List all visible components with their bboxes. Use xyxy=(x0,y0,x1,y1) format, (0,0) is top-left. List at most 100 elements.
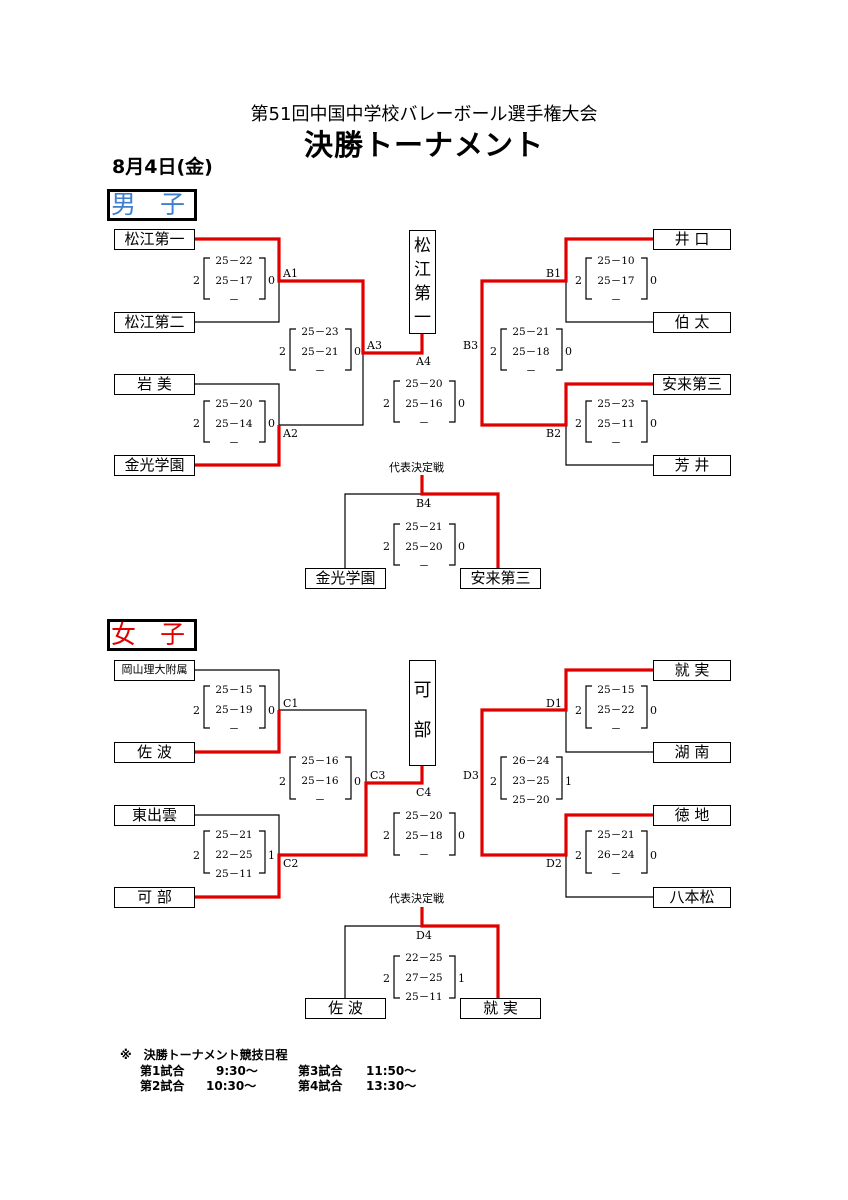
match-c2-sets-left: 2 xyxy=(193,849,200,862)
match-d4-set3: 25－11 xyxy=(405,991,443,1003)
team-girls-d1-bottom: 湖 南 xyxy=(653,742,731,763)
match-b1-set2: 25－17 xyxy=(597,275,635,287)
boys-winner-lines xyxy=(195,237,653,568)
team-girls-d4-left: 佐 波 xyxy=(305,998,386,1019)
team-boys-a1-bottom: 松江第二 xyxy=(114,312,195,333)
match-a2-set3: － xyxy=(228,437,240,449)
match-a1-sets-right: 0 xyxy=(268,274,275,287)
match-c2-set1: 25－21 xyxy=(215,829,253,841)
match-b2-set3: － xyxy=(610,437,622,449)
schedule-game1-name: 第1試合 xyxy=(140,1064,185,1078)
match-b3-sets-left: 2 xyxy=(490,345,497,358)
match-a3-set3: － xyxy=(314,365,326,377)
match-d1-sets-left: 2 xyxy=(575,704,582,717)
match-c1-set1: 25－15 xyxy=(215,684,253,696)
team-boys-b2-top: 安来第三 xyxy=(653,374,731,395)
team-boys-b1-bottom: 伯 太 xyxy=(653,312,731,333)
match-label-d3: D3 xyxy=(463,769,479,782)
match-d2-set1: 25－21 xyxy=(597,829,635,841)
match-label-a3: A3 xyxy=(367,339,382,352)
match-a3-sets-right: 0 xyxy=(354,345,361,358)
team-girls-d4-right: 就 実 xyxy=(460,998,541,1019)
event-subtitle: 第51回中国中学校バレーボール選手権大会 xyxy=(250,104,598,125)
boys-section-label: 男 子 xyxy=(107,189,197,221)
schedule-game2-name: 第2試合 xyxy=(140,1079,185,1093)
boys-winner-char: 江 xyxy=(414,260,431,280)
match-b2-sets-right: 0 xyxy=(650,417,657,430)
match-a2-sets-left: 2 xyxy=(193,417,200,430)
match-a2-sets-right: 0 xyxy=(268,417,275,430)
match-a1-set1: 25－22 xyxy=(215,255,253,267)
match-c1-sets-left: 2 xyxy=(193,704,200,717)
girls-winner-lines xyxy=(195,668,653,998)
match-c2-set2: 22－25 xyxy=(215,849,253,861)
team-boys-a1-top: 松江第一 xyxy=(114,229,195,250)
match-c4-set2: 25－18 xyxy=(405,830,443,842)
match-b4-sets-right: 0 xyxy=(458,540,465,553)
team-boys-a2-bottom: 金光学園 xyxy=(114,455,195,476)
match-d4-sets-left: 2 xyxy=(383,972,390,985)
match-d4-sets-right: 1 xyxy=(458,972,465,985)
match-d3-set1: 26－24 xyxy=(512,755,550,767)
match-c3-set2: 25－16 xyxy=(301,775,339,787)
match-d2-set2: 26－24 xyxy=(597,849,635,861)
schedule-game1-time: 9:30～ xyxy=(216,1064,258,1078)
girls-section-label: 女 子 xyxy=(107,619,197,651)
boys-winner-box: 松 江 第 一 xyxy=(409,230,436,334)
match-d4-set2: 27－25 xyxy=(405,972,443,984)
match-a3-sets-left: 2 xyxy=(279,345,286,358)
match-c1-sets-right: 0 xyxy=(268,704,275,717)
match-b3-set1: 25－21 xyxy=(512,326,550,338)
match-b3-set2: 25－18 xyxy=(512,346,550,358)
girls-winner-char: 可 xyxy=(413,680,432,701)
match-b1-sets-right: 0 xyxy=(650,274,657,287)
boys-winner-char: 一 xyxy=(414,308,431,328)
match-d4-set1: 22－25 xyxy=(405,952,443,964)
match-a4-sets-right: 0 xyxy=(458,397,465,410)
match-b2-set1: 25－23 xyxy=(597,398,635,410)
schedule-heading: ※ 決勝トーナメント競技日程 xyxy=(120,1048,288,1062)
match-b1-set1: 25－10 xyxy=(597,255,635,267)
match-label-d4: D4 xyxy=(416,929,432,942)
schedule-game4-name: 第4試合 xyxy=(298,1079,343,1093)
match-b3-sets-right: 0 xyxy=(565,345,572,358)
match-b2-sets-left: 2 xyxy=(575,417,582,430)
match-c4-sets-left: 2 xyxy=(383,829,390,842)
match-d3-set3: 25－20 xyxy=(512,794,550,806)
match-d1-set3: － xyxy=(610,723,622,735)
match-b4-set2: 25－20 xyxy=(405,541,443,553)
match-a1-sets-left: 2 xyxy=(193,274,200,287)
match-c4-sets-right: 0 xyxy=(458,829,465,842)
match-label-a1: A1 xyxy=(283,267,298,280)
match-b2-set2: 25－11 xyxy=(597,418,635,430)
match-c3-set1: 25－16 xyxy=(301,755,339,767)
match-a1-set3: － xyxy=(228,294,240,306)
team-boys-a2-top: 岩 美 xyxy=(114,374,195,395)
girls-black-lines xyxy=(195,669,653,999)
boys-playoff-label: 代表決定戦 xyxy=(389,461,444,474)
match-d2-set3: － xyxy=(610,868,622,880)
boys-black-lines xyxy=(195,257,653,568)
match-b4-set1: 25－21 xyxy=(405,521,443,533)
match-b4-set3: － xyxy=(418,560,430,572)
match-c1-set3: － xyxy=(228,723,240,735)
match-c4-set1: 25－20 xyxy=(405,810,443,822)
team-girls-c1-top: 岡山理大附属 xyxy=(114,660,195,681)
match-d1-sets-right: 0 xyxy=(650,704,657,717)
match-c4-set3: － xyxy=(418,849,430,861)
match-label-b1: B1 xyxy=(546,267,562,280)
match-a4-sets-left: 2 xyxy=(383,397,390,410)
match-label-c4: C4 xyxy=(416,786,432,799)
team-boys-b4-left: 金光学園 xyxy=(305,568,386,589)
team-girls-c2-bottom: 可 部 xyxy=(114,887,195,908)
match-b4-sets-left: 2 xyxy=(383,540,390,553)
match-label-b4: B4 xyxy=(416,497,432,510)
match-label-c1: C1 xyxy=(283,697,299,710)
match-date: 8月4日(金) xyxy=(112,156,213,178)
match-b1-sets-left: 2 xyxy=(575,274,582,287)
match-a4-set2: 25－16 xyxy=(405,398,443,410)
match-c3-sets-left: 2 xyxy=(279,775,286,788)
match-a1-set2: 25－17 xyxy=(215,275,253,287)
match-label-b3: B3 xyxy=(463,339,479,352)
